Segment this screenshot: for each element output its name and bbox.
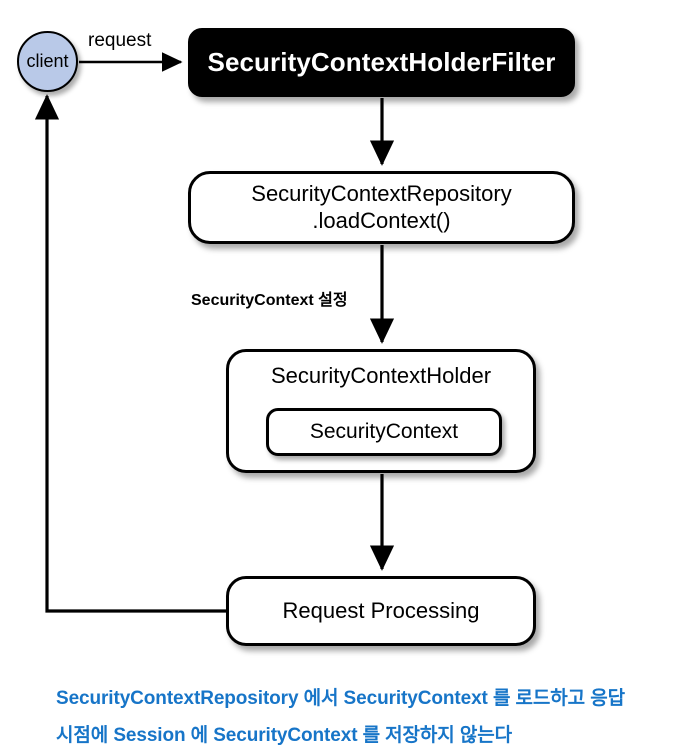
node-security-context-holder[interactable]: SecurityContextHolder SecurityContext: [226, 349, 536, 473]
caption-line-2: 시점에 Session 에 SecurityContext 를 저장하지 않는다: [56, 725, 512, 747]
node-processing-label: Request Processing: [282, 598, 480, 624]
diagram-caption: SecurityContextRepository 에서 SecurityCon…: [56, 680, 656, 754]
node-context-label: SecurityContext: [309, 419, 459, 443]
node-repository-label-line1: SecurityContextRepository: [251, 181, 512, 207]
node-client-label: client: [26, 51, 69, 71]
caption-line-1: SecurityContextRepository 에서 SecurityCon…: [56, 688, 625, 709]
node-repository-label-line2: .loadContext(): [312, 208, 451, 233]
node-request-processing[interactable]: Request Processing: [226, 576, 536, 646]
node-security-context-repository[interactable]: SecurityContextRepository .loadContext(): [188, 171, 575, 244]
node-filter-label: SecurityContextHolderFilter: [207, 47, 556, 78]
node-security-context-holder-filter[interactable]: SecurityContextHolderFilter: [188, 28, 575, 97]
edge-label-request: request: [88, 30, 152, 51]
node-client[interactable]: client: [17, 31, 78, 92]
edge-label-securitycontext-set: SecurityContext 설정: [191, 292, 348, 309]
node-security-context[interactable]: SecurityContext: [266, 408, 502, 456]
node-holder-label: SecurityContextHolder: [270, 363, 492, 388]
